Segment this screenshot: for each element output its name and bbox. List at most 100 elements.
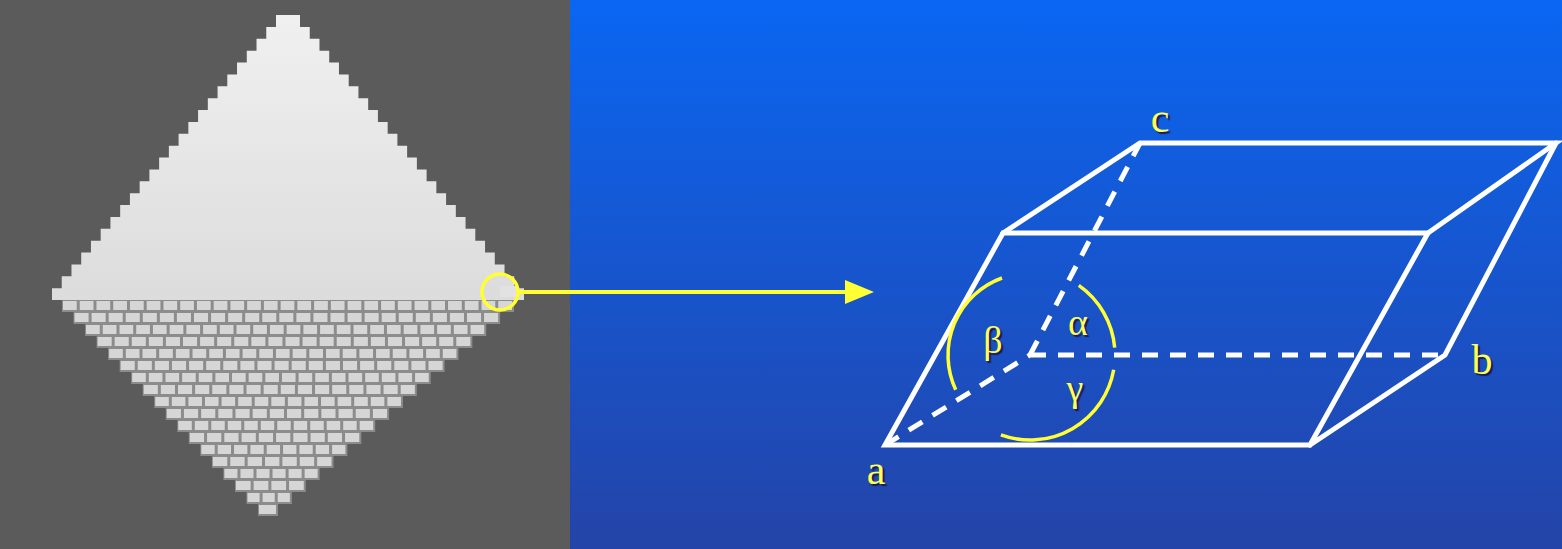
cube — [229, 385, 243, 394]
cube-row-shadow — [258, 504, 278, 516]
cube-row-shadow — [166, 408, 389, 420]
cube-row — [166, 408, 389, 420]
cube — [273, 469, 286, 478]
cube-row-shadow — [85, 324, 486, 336]
cube — [228, 313, 242, 322]
cube — [230, 457, 244, 466]
cube — [370, 325, 384, 334]
cube — [484, 313, 498, 322]
cube — [223, 361, 237, 370]
cube — [293, 349, 307, 358]
cube-row — [246, 492, 291, 504]
cube — [194, 313, 208, 322]
axis-label: c — [1151, 97, 1170, 139]
cube — [332, 385, 346, 394]
cube — [126, 313, 140, 322]
cube — [205, 397, 219, 406]
cube — [159, 349, 173, 358]
cube — [130, 301, 144, 310]
cube — [244, 421, 257, 430]
cube — [364, 301, 378, 310]
hidden-edges — [885, 143, 1445, 445]
cube — [201, 409, 215, 418]
cube — [211, 313, 225, 322]
cube — [283, 445, 296, 454]
cube — [251, 337, 265, 346]
cube-row-shadow — [131, 372, 431, 384]
cube — [132, 337, 146, 346]
highlight-circle — [482, 274, 518, 310]
cube — [366, 385, 380, 394]
cube — [288, 397, 302, 406]
cube — [356, 409, 370, 418]
cube — [263, 493, 275, 502]
gamma-arc — [1001, 370, 1114, 440]
cube-row — [189, 432, 361, 444]
cube — [270, 409, 284, 418]
cube — [393, 349, 407, 358]
cube — [292, 361, 306, 370]
cube — [287, 325, 301, 334]
cube-row-shadow — [189, 432, 361, 444]
cube — [315, 385, 329, 394]
cube — [249, 373, 263, 382]
cube — [294, 421, 307, 430]
cube — [360, 361, 374, 370]
cube-row — [235, 480, 306, 492]
cube — [217, 337, 231, 346]
cube-row-shadow — [177, 420, 375, 432]
cube — [132, 373, 146, 382]
cube — [304, 397, 318, 406]
cube — [411, 361, 425, 370]
cube — [230, 301, 244, 310]
cube — [257, 361, 271, 370]
cube — [382, 373, 396, 382]
cube — [409, 349, 423, 358]
cube — [337, 337, 351, 346]
cube-row-shadow — [223, 468, 319, 480]
cube — [136, 325, 150, 334]
cube — [303, 337, 317, 346]
cube — [314, 301, 328, 310]
cube — [328, 433, 342, 442]
cube-row-shadow — [212, 456, 334, 468]
cube — [443, 349, 457, 358]
cube — [96, 301, 110, 310]
cube — [371, 397, 385, 406]
cube — [234, 445, 247, 454]
angle-label: γ — [1067, 369, 1084, 407]
cube — [394, 361, 408, 370]
cube — [305, 469, 318, 478]
parallelepiped — [885, 143, 1556, 445]
cube — [326, 361, 340, 370]
cube — [365, 373, 379, 382]
cube — [115, 337, 129, 346]
cube — [331, 301, 345, 310]
cube — [338, 397, 352, 406]
cube — [264, 301, 278, 310]
cube — [270, 325, 284, 334]
cube — [212, 385, 226, 394]
cube — [381, 301, 395, 310]
cube — [234, 337, 248, 346]
cube — [143, 313, 157, 322]
cube — [126, 349, 140, 358]
cube-row-shadow — [200, 444, 347, 456]
cube — [431, 301, 445, 310]
front-face — [885, 233, 1428, 445]
cube — [253, 325, 267, 334]
cube — [222, 397, 236, 406]
cube — [247, 493, 259, 502]
cube — [245, 313, 259, 322]
cube — [109, 313, 123, 322]
cube — [309, 361, 323, 370]
cube — [321, 397, 335, 406]
cube — [242, 433, 256, 442]
cube — [195, 385, 209, 394]
cube — [279, 313, 293, 322]
cube — [299, 445, 312, 454]
cube — [439, 337, 453, 346]
cube — [237, 325, 251, 334]
cube — [149, 337, 163, 346]
